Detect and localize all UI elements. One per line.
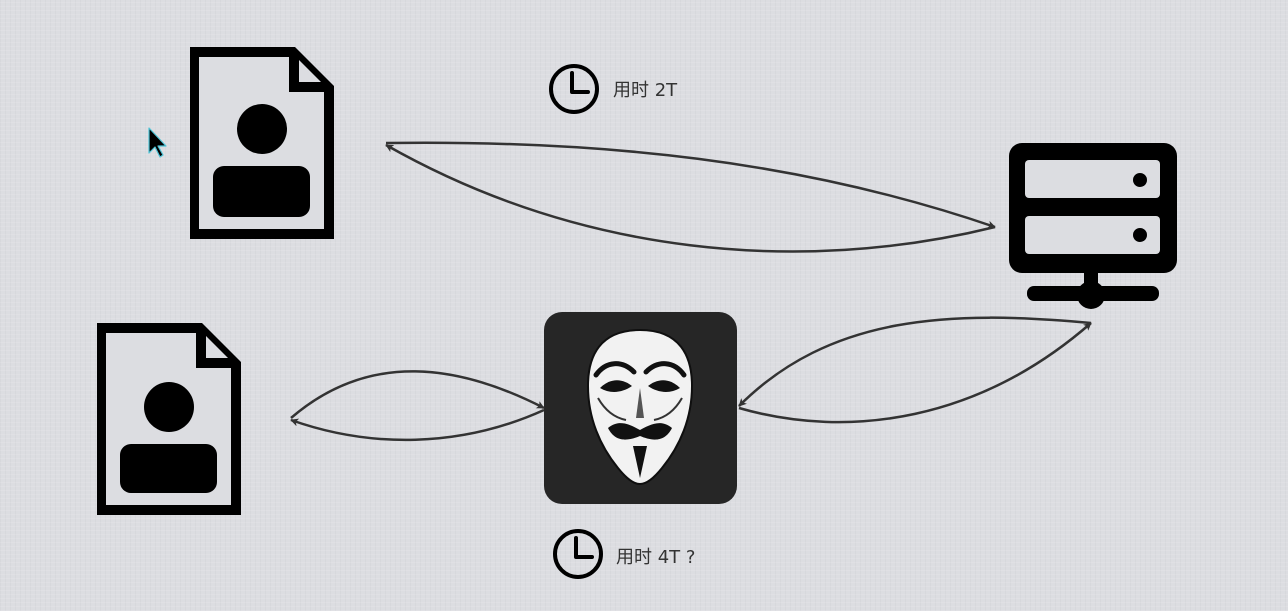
arrow-hacker-to-doc xyxy=(290,408,545,442)
arrow-hacker-to-server xyxy=(738,322,1092,424)
top-time-label: 用时 2T xyxy=(613,80,678,101)
user-document-icon-bottom xyxy=(97,323,241,515)
arrow-doc-to-hacker xyxy=(290,370,545,419)
clock-icon-top xyxy=(549,64,599,114)
bottom-time-label: 用时 4T ? xyxy=(616,547,696,568)
server-icon xyxy=(1009,143,1177,309)
clock-icon-bottom xyxy=(553,529,603,579)
mouse-pointer-icon xyxy=(148,127,167,158)
arrow-server-to-doc xyxy=(385,143,996,253)
arrow-doc-to-server xyxy=(385,141,996,229)
anonymous-mask-icon xyxy=(544,312,737,504)
user-document-icon-top xyxy=(190,47,334,239)
arrow-server-to-hacker xyxy=(738,316,1092,407)
